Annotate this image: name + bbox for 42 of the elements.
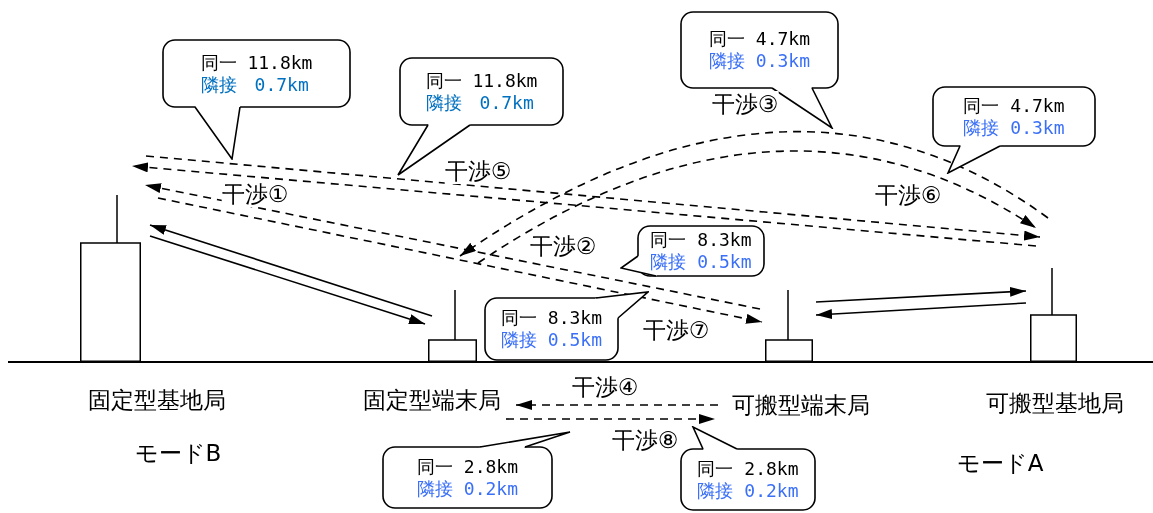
distance-label: 同一 8.3km (650, 229, 752, 251)
distance-label: 同一 11.8km (425, 69, 538, 92)
edge-label: 干渉⑦ (642, 317, 710, 343)
edge-label: 干渉③ (711, 91, 779, 117)
mode-label: モードA (956, 450, 1044, 476)
link-arrow (149, 235, 426, 325)
edge-label: 干渉② (529, 233, 597, 259)
distance-label: 隣接 0.5km (650, 251, 752, 273)
interference-arrow (505, 414, 716, 424)
interference-arrow (515, 400, 719, 410)
distance-label: 隣接 0.3km (963, 116, 1065, 139)
distance-label: 同一 4.7km (709, 28, 810, 50)
edge-label: 干渉⑤ (444, 158, 512, 184)
edge-label: 干渉⑧ (611, 427, 679, 453)
interference-arrow (157, 197, 763, 324)
interference-arrow (145, 155, 1041, 241)
edge-label: 干渉⑥ (874, 182, 942, 208)
distance-label: 隣接 0.7km (200, 73, 309, 96)
distance-label: 同一 2.8km (697, 457, 799, 480)
distance-label: 同一 2.8km (417, 455, 518, 478)
distance-label: 同一 8.3km (501, 307, 602, 329)
link-arrow (149, 224, 433, 317)
interference-arrow (131, 162, 1037, 247)
edge-label: 干渉① (221, 181, 289, 207)
distance-label: 隣接 0.3km (709, 50, 810, 72)
distance-label: 同一 11.8km (200, 51, 313, 74)
interference-arrow (477, 150, 1037, 264)
link-arrow (815, 302, 1027, 320)
distance-label: 隣接 0.2km (417, 477, 518, 500)
distance-label: 隣接 0.5km (501, 329, 602, 351)
station-label: 固定型端末局 (363, 387, 501, 413)
interference-arrow (144, 183, 761, 310)
link-arrow (815, 286, 1027, 303)
station-label: 固定型基地局 (88, 387, 226, 413)
distance-label: 隣接 0.7km (425, 91, 534, 114)
interference-arrow (459, 131, 1049, 257)
station-label: 可搬型端末局 (732, 392, 870, 418)
distance-label: 隣接 0.2km (697, 479, 799, 502)
station-label: 可搬型基地局 (986, 390, 1124, 416)
edge-label: 干渉④ (571, 374, 639, 400)
mode-label: モードB (134, 440, 222, 466)
distance-label: 同一 4.7km (963, 94, 1065, 117)
